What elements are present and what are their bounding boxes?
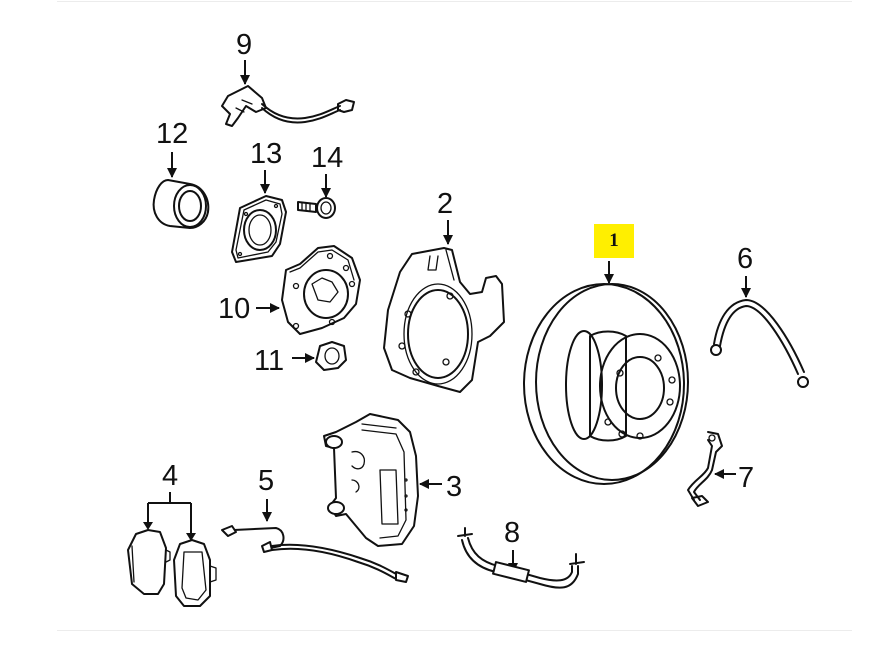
crossover-pipe-icon xyxy=(457,527,585,589)
callout-12: 12 xyxy=(156,118,188,150)
wheel-bearing-icon xyxy=(152,179,210,229)
leader-bracket-4 xyxy=(147,492,192,535)
leader-arrowheads-4 xyxy=(143,522,196,541)
part-11-hub-nut[interactable]: 11 xyxy=(254,341,347,377)
bottom-divider xyxy=(57,630,852,631)
brake-pads-icon xyxy=(127,529,217,607)
part-4-brake-pads[interactable]: 4 xyxy=(127,460,217,607)
pad-wear-sensor-icon xyxy=(221,525,409,583)
callout-2: 2 xyxy=(437,188,453,220)
dust-shield-icon xyxy=(231,195,287,263)
abs-sensor-icon xyxy=(221,85,355,127)
callout-3: 3 xyxy=(446,471,462,503)
part-9-abs-sensor[interactable]: 9 xyxy=(221,29,355,127)
part-7-brake-line[interactable]: 7 xyxy=(687,431,754,507)
callout-4: 4 xyxy=(162,460,178,492)
callout-9: 9 xyxy=(236,29,252,61)
brake-hose-icon xyxy=(710,299,809,388)
part-8-crossover-pipe[interactable]: 8 xyxy=(457,517,585,589)
callout-5: 5 xyxy=(258,465,274,497)
part-2-splash-shield[interactable]: 2 xyxy=(383,188,505,393)
callout-1-highlighted: 1 xyxy=(594,224,634,258)
hub-nut-icon xyxy=(315,341,347,371)
part-12-wheel-bearing[interactable]: 12 xyxy=(152,118,210,229)
callout-14: 14 xyxy=(311,142,343,174)
callout-13: 13 xyxy=(250,138,282,170)
brake-rotor-icon xyxy=(523,283,689,485)
callout-1: 1 xyxy=(609,230,619,251)
brake-line-icon xyxy=(687,431,723,507)
bolt-icon xyxy=(297,197,336,219)
part-13-dust-shield[interactable]: 13 xyxy=(231,138,287,263)
part-3-brake-caliper[interactable]: 3 xyxy=(323,413,462,547)
callout-8: 8 xyxy=(504,517,520,549)
wheel-hub-icon xyxy=(281,245,361,335)
part-1-brake-rotor[interactable] xyxy=(523,261,689,485)
part-14-bolt[interactable]: 14 xyxy=(297,142,343,219)
callout-7: 7 xyxy=(738,462,754,494)
splash-shield-icon xyxy=(383,247,505,393)
part-6-brake-hose[interactable]: 6 xyxy=(710,243,809,388)
top-divider xyxy=(57,1,852,2)
callout-6: 6 xyxy=(737,243,753,275)
callout-11: 11 xyxy=(254,345,284,377)
part-10-wheel-hub[interactable]: 10 xyxy=(218,245,361,335)
callout-10: 10 xyxy=(218,293,250,325)
brake-caliper-icon xyxy=(323,413,419,547)
part-5-wear-sensor[interactable]: 5 xyxy=(221,465,409,583)
